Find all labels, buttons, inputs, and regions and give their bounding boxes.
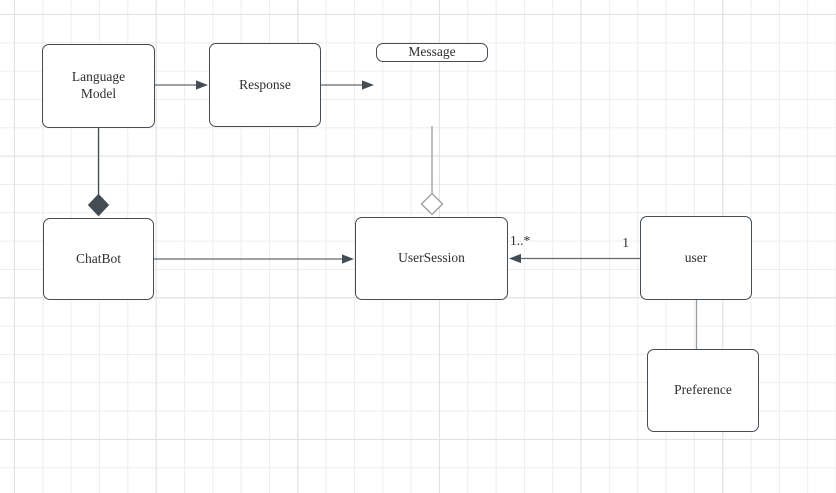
connector-languagemodel-response[interactable]: [155, 80, 208, 90]
node-label: UserSession: [398, 250, 465, 266]
aggregation-diamond-icon: [420, 192, 444, 216]
connector-response-message[interactable]: [321, 80, 374, 90]
node-label: Preference: [674, 382, 732, 398]
connector-user-usersession[interactable]: [509, 253, 640, 264]
connector-message-usersession-aggregation[interactable]: [420, 126, 444, 216]
arrowhead-icon: [362, 80, 374, 90]
node-usersession[interactable]: UserSession: [355, 217, 508, 300]
node-label: ChatBot: [75, 250, 121, 266]
node-label: Language Model: [71, 69, 126, 101]
node-user[interactable]: user: [640, 216, 752, 300]
arrowhead-icon: [509, 253, 521, 264]
multiplicity-label-user[interactable]: 1: [622, 235, 629, 250]
node-label: user: [684, 249, 708, 265]
node-label: Message: [408, 44, 456, 59]
node-response[interactable]: Response: [209, 43, 321, 127]
node-message[interactable]: Message: [376, 43, 488, 62]
connector-chatbot-usersession[interactable]: [154, 254, 354, 264]
arrowhead-icon: [196, 80, 208, 90]
node-label: Response: [239, 76, 291, 92]
node-preference[interactable]: Preference: [647, 349, 759, 432]
node-chatbot[interactable]: ChatBot: [43, 218, 154, 300]
composition-diamond-icon: [87, 193, 110, 217]
node-language-model[interactable]: Language Model: [42, 44, 155, 128]
multiplicity-label-usersession[interactable]: 1..*: [510, 233, 531, 248]
connector-languagemodel-chatbot-composition[interactable]: [87, 128, 110, 217]
arrowhead-icon: [342, 254, 354, 264]
